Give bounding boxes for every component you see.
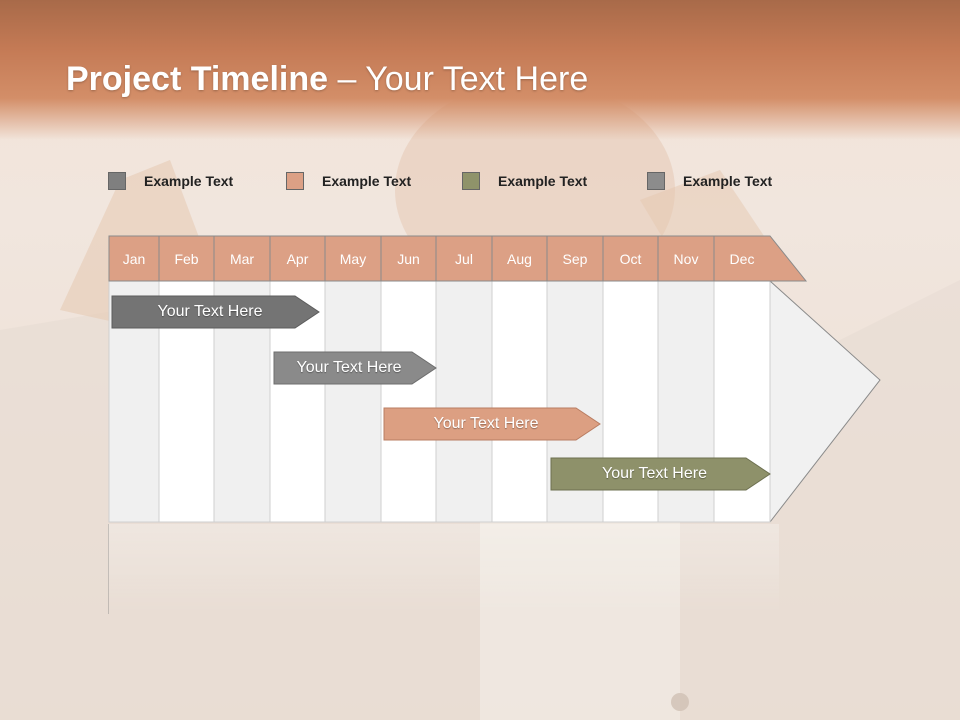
title-banner [0,0,960,140]
legend-swatch [286,172,304,190]
title-bold: Project Timeline [66,60,329,98]
legend-item-4: Example Text [647,170,772,192]
task-label-4: Your Text Here [602,465,707,482]
legend-item-1: Example Text [108,170,233,192]
month-label-oct: Oct [619,251,642,267]
legend-item-3: Example Text [462,170,587,192]
month-column [380,280,437,523]
title-separator: – [328,60,366,98]
month-label-dec: Dec [729,251,755,267]
month-label-feb: Feb [174,251,199,267]
title-rest: Your Text Here [365,60,589,98]
month-label-nov: Nov [673,251,699,267]
legend-swatch [108,172,126,190]
legend-label: Example Text [498,173,588,189]
legend-swatch [462,172,480,190]
timeline-chart: Jan Feb Mar Apr May Jun Jul Aug Sep Oct Nov Dec You… [108,235,883,525]
task-bar-1 [111,295,320,329]
timeline-reflection [108,524,779,614]
legend-label: Example Text [144,173,234,189]
month-header-row [108,235,808,282]
page-title: Project Timeline – Your Text Here [66,60,588,99]
month-label-aug: Aug [507,251,532,267]
month-label-apr: Apr [286,251,309,267]
timeline-graphic [108,235,881,523]
task-bar-2 [273,351,437,385]
task-label-2: Your Text Here [296,359,402,376]
month-label-mar: Mar [229,251,255,267]
task-bar-3 [383,407,601,441]
task-label-3: Your Text Here [433,415,539,432]
task-bar-4 [550,457,771,491]
month-label-jun: Jun [397,251,420,267]
legend-item-2: Example Text [286,170,411,192]
month-column [435,280,493,523]
legend-swatch [647,172,665,190]
legend-label: Example Text [322,173,412,189]
month-column [491,280,548,523]
month-column [324,280,382,523]
month-header-dividers [158,236,715,281]
month-label-may: May [339,251,367,267]
legend-label: Example Text [683,173,773,189]
task-label-1: Your Text Here [157,303,263,320]
month-label-jan: Jan [122,251,146,267]
month-label-jul: Jul [455,251,473,267]
month-label-sep: Sep [562,251,588,267]
